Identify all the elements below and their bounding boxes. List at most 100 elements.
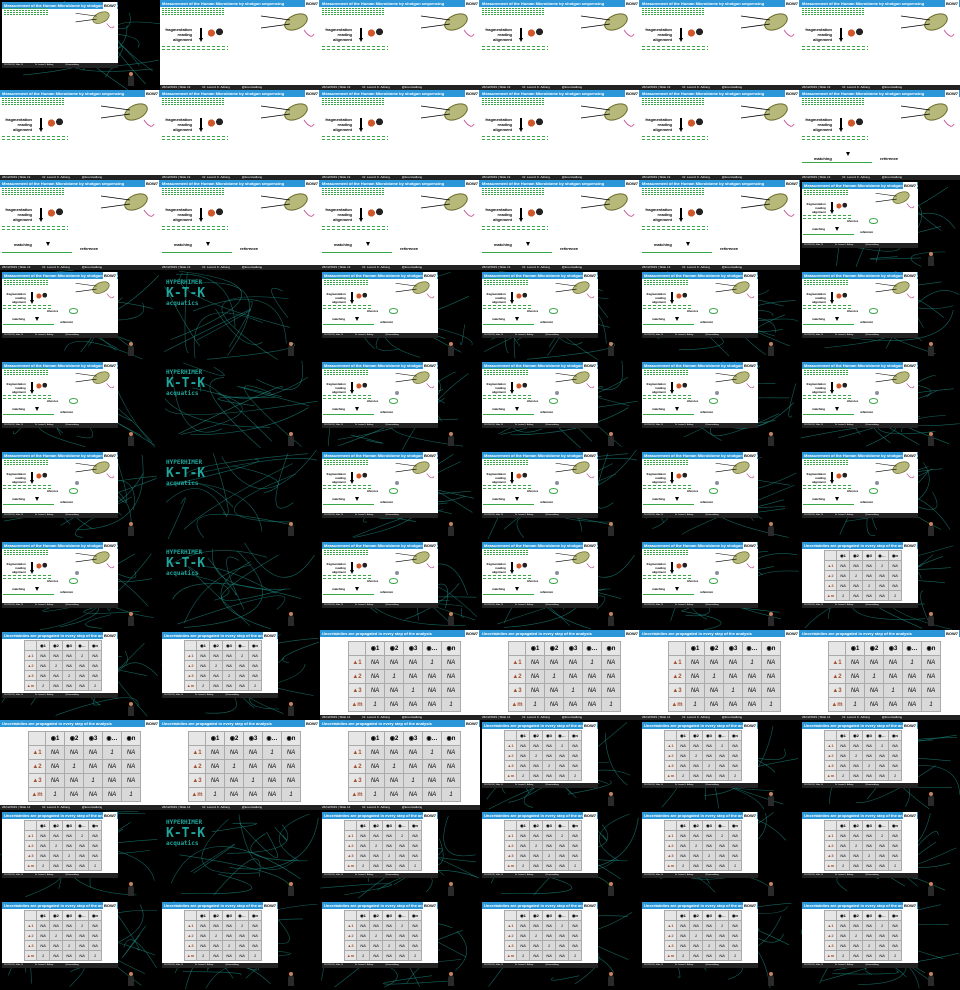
label-reading: reading [815, 385, 826, 390]
read-line [483, 305, 532, 307]
matrix-cell: NA [222, 950, 236, 961]
footer-date: 26/12/2019 | Slide 14 [804, 784, 823, 786]
microbe-column-header: ◉1 [365, 641, 385, 656]
matching-arrow [835, 226, 840, 231]
microbe-column-header: ◉1 [196, 910, 210, 921]
pipette-line [580, 195, 611, 201]
microbe-column-header: ◉n [568, 820, 582, 831]
dna-line [322, 190, 384, 191]
matrix-corner [504, 910, 517, 921]
matrix-cell: 1 [243, 773, 263, 788]
flagellum [303, 209, 315, 217]
matrix-cell: NA [62, 950, 76, 961]
reference-line [322, 252, 392, 253]
microbe-column-header: ◉2 [529, 730, 543, 741]
bacterium-cell [604, 13, 628, 31]
sequencer-icons [515, 381, 529, 391]
process-arrow-shaft [831, 292, 833, 300]
sample-row-header: ▲1 [824, 920, 837, 931]
uncertainty-icon [554, 571, 559, 576]
matrix-cell: NA [836, 930, 850, 941]
slide-title: Measurement of the Human Microbiome by s… [642, 452, 758, 459]
microbe-column-header: ◉2 [864, 641, 884, 656]
footer-handle: @lorenzadlung [561, 175, 583, 179]
network-strand [170, 846, 301, 884]
slide-title-text: Uncertainties are propagated in every st… [644, 813, 754, 818]
banner-line1: HYPERHIMER [166, 819, 203, 826]
presentation-slide: Measurement of the Human Microbiome by s… [642, 272, 758, 338]
sequencing-reads [3, 485, 52, 491]
sample-row-header: ▲2 [664, 840, 677, 851]
presentation-slide: Uncertainties are propagated in every st… [2, 632, 118, 698]
footer-author: Dr. Lorenz K. Adlung [514, 964, 534, 966]
label-reading: reading [815, 295, 826, 300]
matching-arrow [355, 496, 360, 501]
network-strand [215, 308, 263, 345]
microbe-column-header: ◉3 [542, 730, 556, 741]
label-reading: reading [335, 475, 346, 480]
matrix-cell: NA [384, 683, 404, 698]
sample-row-header: ▲3 [664, 940, 677, 951]
footer-date: 26/12/2019 | Slide 13 [2, 175, 31, 179]
speaker-body [288, 976, 294, 986]
sequencer-icons [515, 471, 529, 481]
matrix-cell: NA [64, 773, 84, 788]
matrix-cell: NA [676, 920, 690, 931]
process-arrow-shaft [351, 292, 353, 300]
presentation-slide: Measurement of the Human Microbiome by s… [322, 272, 438, 338]
network-strand [212, 548, 291, 590]
dna-sequence [4, 277, 49, 286]
sample-row-header: ▲3 [504, 940, 517, 951]
label-fragmentation: fragmentation [165, 27, 192, 32]
matrix-cell: NA [723, 669, 743, 684]
microbe-column-header: ◉2 [209, 640, 223, 651]
matrix-cell: 1 [883, 683, 903, 698]
footer-author: Dr. Lorenz K. Adlung [674, 784, 694, 786]
process-arrow-shaft [671, 382, 673, 390]
logo-badge: BOW7 [903, 722, 917, 729]
sequencer-icons [355, 381, 369, 391]
presentation-slide: Uncertainties are propagated in every st… [802, 902, 918, 968]
label-fragmentation: fragmentation [326, 382, 346, 387]
pipette-line [580, 23, 611, 29]
process-arrow-head [199, 218, 203, 222]
flagellum [906, 383, 914, 389]
dna-line [804, 457, 849, 459]
pipette-line [715, 379, 737, 383]
slide-title: Uncertainties are propagated in every st… [320, 720, 480, 727]
speaker-body [608, 526, 614, 536]
sequencing-reads [802, 46, 868, 52]
pipette-line [555, 373, 577, 377]
slide-title: Uncertainties are propagated in every st… [322, 902, 438, 909]
microbe-column-header: ◉1 [36, 910, 50, 921]
matrix-cell: 1 [862, 580, 876, 591]
pipette-line [420, 195, 451, 201]
process-arrow-shaft [31, 382, 33, 390]
microbe-column-header: ◉… [875, 550, 889, 561]
microbe-column-header: ◉n [888, 820, 902, 831]
bacterium-cell [444, 193, 468, 211]
footer-handle: @lorenzadlung [385, 874, 399, 876]
speaker-head [289, 342, 293, 346]
dna-line [804, 281, 849, 283]
presentation-slide: Measurement of the Human Microbiome by s… [800, 90, 960, 180]
network-strand [271, 287, 289, 318]
sample-row-header: ▲2 [184, 660, 197, 671]
matrix-cell: 1 [715, 830, 729, 841]
matrix-cell: NA [728, 940, 742, 951]
dna-sequence [322, 188, 384, 196]
presentation-slide: Uncertainties are propagated in every st… [0, 720, 160, 810]
inferred-species-icon [68, 398, 78, 404]
